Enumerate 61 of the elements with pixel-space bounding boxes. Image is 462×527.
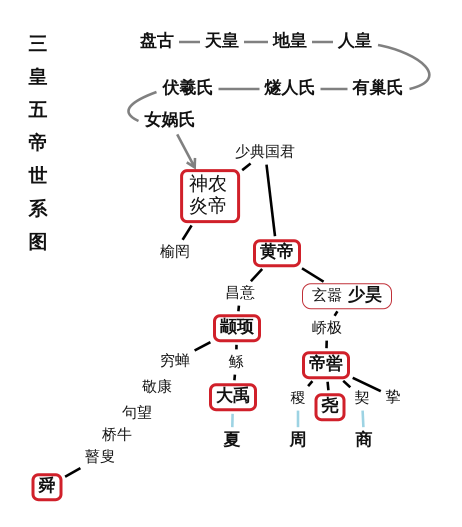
connector-line bbox=[326, 382, 330, 390]
name-text: 伏羲氏 bbox=[160, 78, 216, 100]
name-text: 地皇 bbox=[271, 31, 309, 53]
name-text: 有巢氏 bbox=[350, 78, 406, 100]
name-text: 天皇 bbox=[203, 31, 241, 53]
dynasty-text: 夏 bbox=[222, 430, 242, 452]
connector-line bbox=[378, 44, 430, 90]
name-text: 人皇 bbox=[336, 31, 374, 53]
connector-line bbox=[235, 344, 238, 350]
connector-line bbox=[237, 305, 240, 312]
connector-line bbox=[307, 380, 314, 387]
ruler-box: 大禹 bbox=[209, 383, 257, 411]
ruler-box: 颛顼 bbox=[213, 314, 261, 342]
name-text: 昌意 bbox=[223, 283, 257, 303]
connector-line bbox=[179, 40, 200, 44]
name-text: 瞽叟 bbox=[83, 447, 117, 467]
connector-line bbox=[218, 88, 260, 90]
connector-line bbox=[241, 162, 252, 172]
name-text: 敬康 bbox=[142, 378, 172, 396]
name-text: 玄嚣 bbox=[312, 286, 342, 304]
ruler-box: 尧 bbox=[314, 393, 346, 421]
connector-line bbox=[244, 40, 268, 44]
name-text: 鲧 bbox=[226, 352, 246, 372]
name-text: 峤极 bbox=[310, 318, 344, 338]
name-text: 契 bbox=[352, 388, 372, 408]
connector-line bbox=[312, 40, 333, 44]
connector-line bbox=[182, 224, 193, 240]
connector-line bbox=[233, 374, 236, 380]
arrow bbox=[176, 134, 196, 169]
ruler-box: 神农炎帝 bbox=[180, 169, 240, 223]
ruler-box: 黄帝 bbox=[253, 239, 301, 267]
connector-line bbox=[325, 340, 328, 348]
ruler-box bbox=[302, 283, 392, 309]
connector-line bbox=[64, 466, 82, 478]
connector-line bbox=[296, 410, 300, 428]
name-text: 桥牛 bbox=[102, 426, 132, 444]
connector-line bbox=[342, 380, 352, 388]
name-text: 女娲氏 bbox=[142, 110, 198, 132]
connector-line bbox=[231, 414, 234, 428]
name-text: 挚 bbox=[384, 387, 402, 407]
connector-line bbox=[320, 88, 348, 90]
dynasty-text: 商 bbox=[354, 430, 374, 452]
connector-line bbox=[265, 164, 276, 236]
connector-line bbox=[127, 90, 157, 122]
name-text: 稷 bbox=[288, 388, 308, 408]
connector-line bbox=[301, 267, 324, 283]
name-text: 燧人氏 bbox=[262, 78, 318, 100]
connector-line bbox=[361, 410, 365, 428]
name-text: 盘古 bbox=[138, 31, 176, 53]
name-text: 句望 bbox=[122, 404, 152, 422]
dynasty-text: 周 bbox=[288, 430, 308, 452]
ruler-box: 舜 bbox=[32, 473, 62, 501]
connector-line bbox=[352, 376, 382, 392]
name-text: 少典国君 bbox=[233, 142, 297, 162]
connector-line bbox=[250, 268, 264, 282]
title: 三皇五帝世系图 bbox=[28, 32, 48, 255]
ruler-box: 帝喾 bbox=[302, 351, 350, 379]
name-text: 穷蝉 bbox=[158, 351, 192, 371]
name-text: 榆罔 bbox=[158, 242, 192, 262]
connector-line bbox=[194, 341, 211, 352]
name-text: 少昊 bbox=[348, 285, 382, 306]
